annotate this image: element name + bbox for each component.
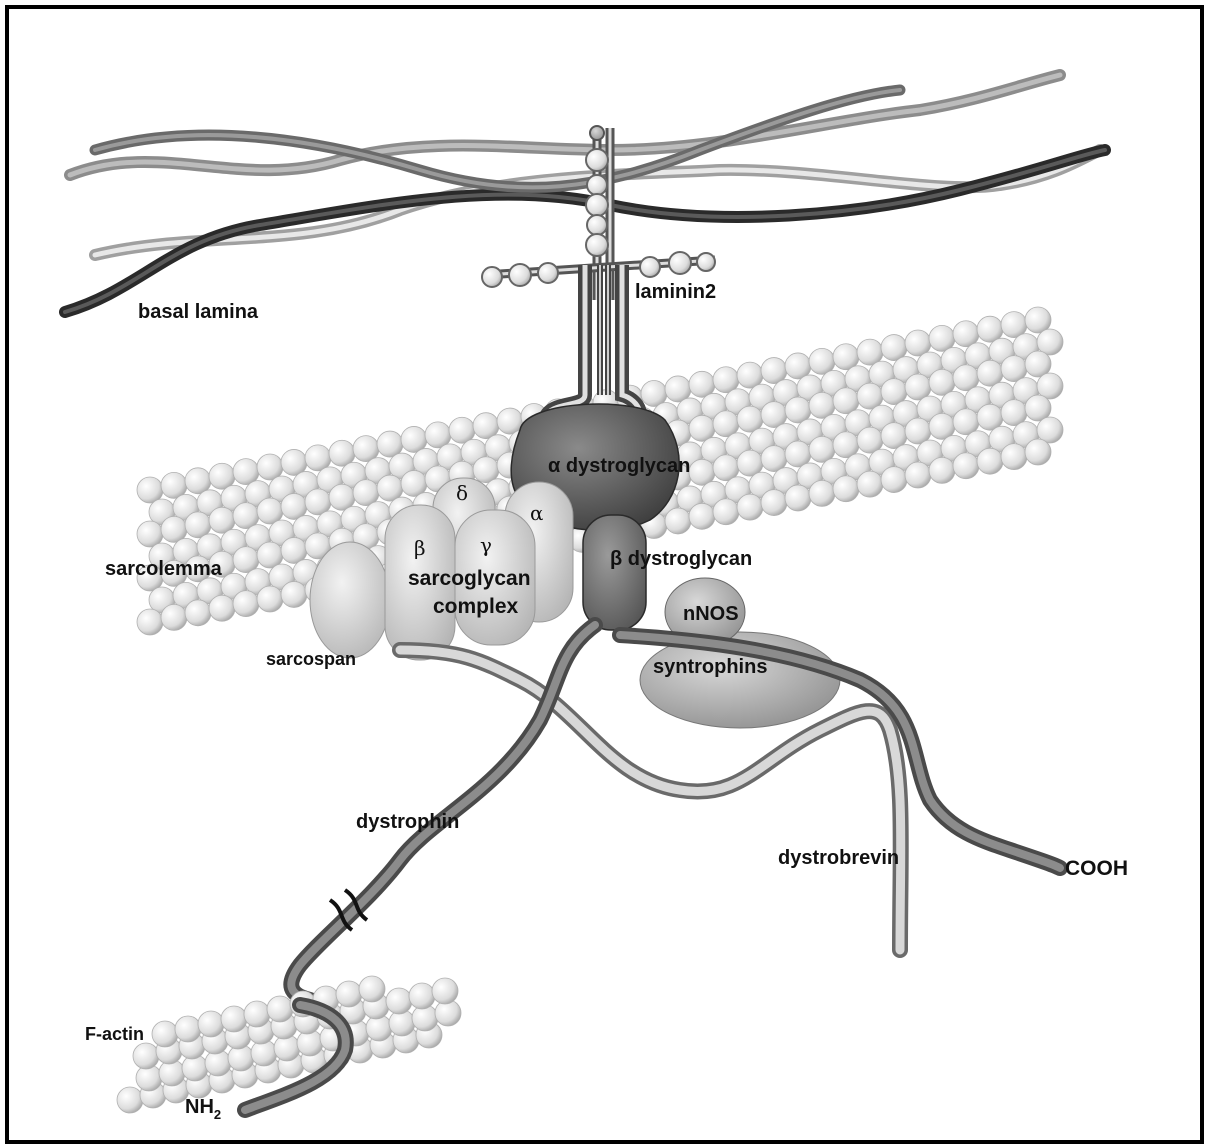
actin-monomer-bead xyxy=(133,1043,159,1069)
membrane-lipid-bead xyxy=(713,499,739,525)
actin-monomer-bead xyxy=(221,1006,247,1032)
actin-monomer-bead xyxy=(152,1021,178,1047)
membrane-lipid-bead xyxy=(929,457,955,483)
actin-monomer-bead xyxy=(267,996,293,1022)
label-nh2: NH2 xyxy=(185,1096,221,1122)
membrane-lipid-bead xyxy=(1025,439,1051,465)
actin-monomer-bead xyxy=(117,1087,143,1113)
membrane-lipid-bead xyxy=(185,600,211,626)
actin-monomer-bead xyxy=(336,981,362,1007)
membrane-lipid-bead xyxy=(809,480,835,506)
membrane-lipid-bead xyxy=(281,581,307,607)
label-delta: δ xyxy=(456,481,468,505)
membrane-lipid-bead xyxy=(209,595,235,621)
label-gamma: γ xyxy=(480,533,492,557)
label-syntrophins: syntrophins xyxy=(653,656,767,678)
membrane-lipid-bead xyxy=(953,453,979,479)
membrane-lipid-bead xyxy=(257,586,283,612)
membrane-lipid-bead xyxy=(137,609,163,635)
membrane-lipid-bead xyxy=(857,471,883,497)
label-beta: β xyxy=(414,536,426,560)
membrane-lipid-bead xyxy=(665,508,691,534)
label-complex: complex xyxy=(433,595,519,618)
actin-monomer-bead xyxy=(244,1001,270,1027)
label-cooh: COOH xyxy=(1065,857,1128,880)
actin-monomer-bead xyxy=(198,1011,224,1037)
membrane-lipid-bead xyxy=(881,467,907,493)
label-beta-dystroglycan: β dystroglycan xyxy=(610,548,752,570)
membrane-lipid-bead xyxy=(785,485,811,511)
actin-monomer-bead xyxy=(409,983,435,1009)
actin-monomer-bead xyxy=(386,988,412,1014)
membrane-lipid-bead xyxy=(977,448,1003,474)
label-laminin2: laminin2 xyxy=(635,281,716,303)
actin-monomer-bead xyxy=(175,1016,201,1042)
actin-monomer-bead xyxy=(432,978,458,1004)
label-sarcospan: sarcospan xyxy=(266,649,356,669)
label-dystrophin: dystrophin xyxy=(356,811,459,833)
label-f-actin: F-actin xyxy=(85,1024,144,1044)
membrane-lipid-bead xyxy=(737,494,763,520)
membrane-lipid-bead xyxy=(233,591,259,617)
label-dystrobrevin: dystrobrevin xyxy=(778,847,899,869)
membrane-lipid-bead xyxy=(905,462,931,488)
membrane-lipid-bead xyxy=(761,490,787,516)
label-nnos: nNOS xyxy=(683,603,739,625)
actin-monomer-bead xyxy=(359,976,385,1002)
label-alpha: α xyxy=(530,501,544,525)
label-basal-lamina: basal lamina xyxy=(138,301,259,323)
membrane-lipid-bead xyxy=(161,604,187,630)
membrane-lipid-bead xyxy=(833,476,859,502)
membrane-lipid-bead xyxy=(1001,444,1027,470)
label-sarcolemma: sarcolemma xyxy=(105,558,223,580)
label-sarcoglycan: sarcoglycan xyxy=(408,567,531,590)
label-alpha-dystroglycan: α dystroglycan xyxy=(548,455,690,477)
membrane-lipid-bead xyxy=(689,503,715,529)
